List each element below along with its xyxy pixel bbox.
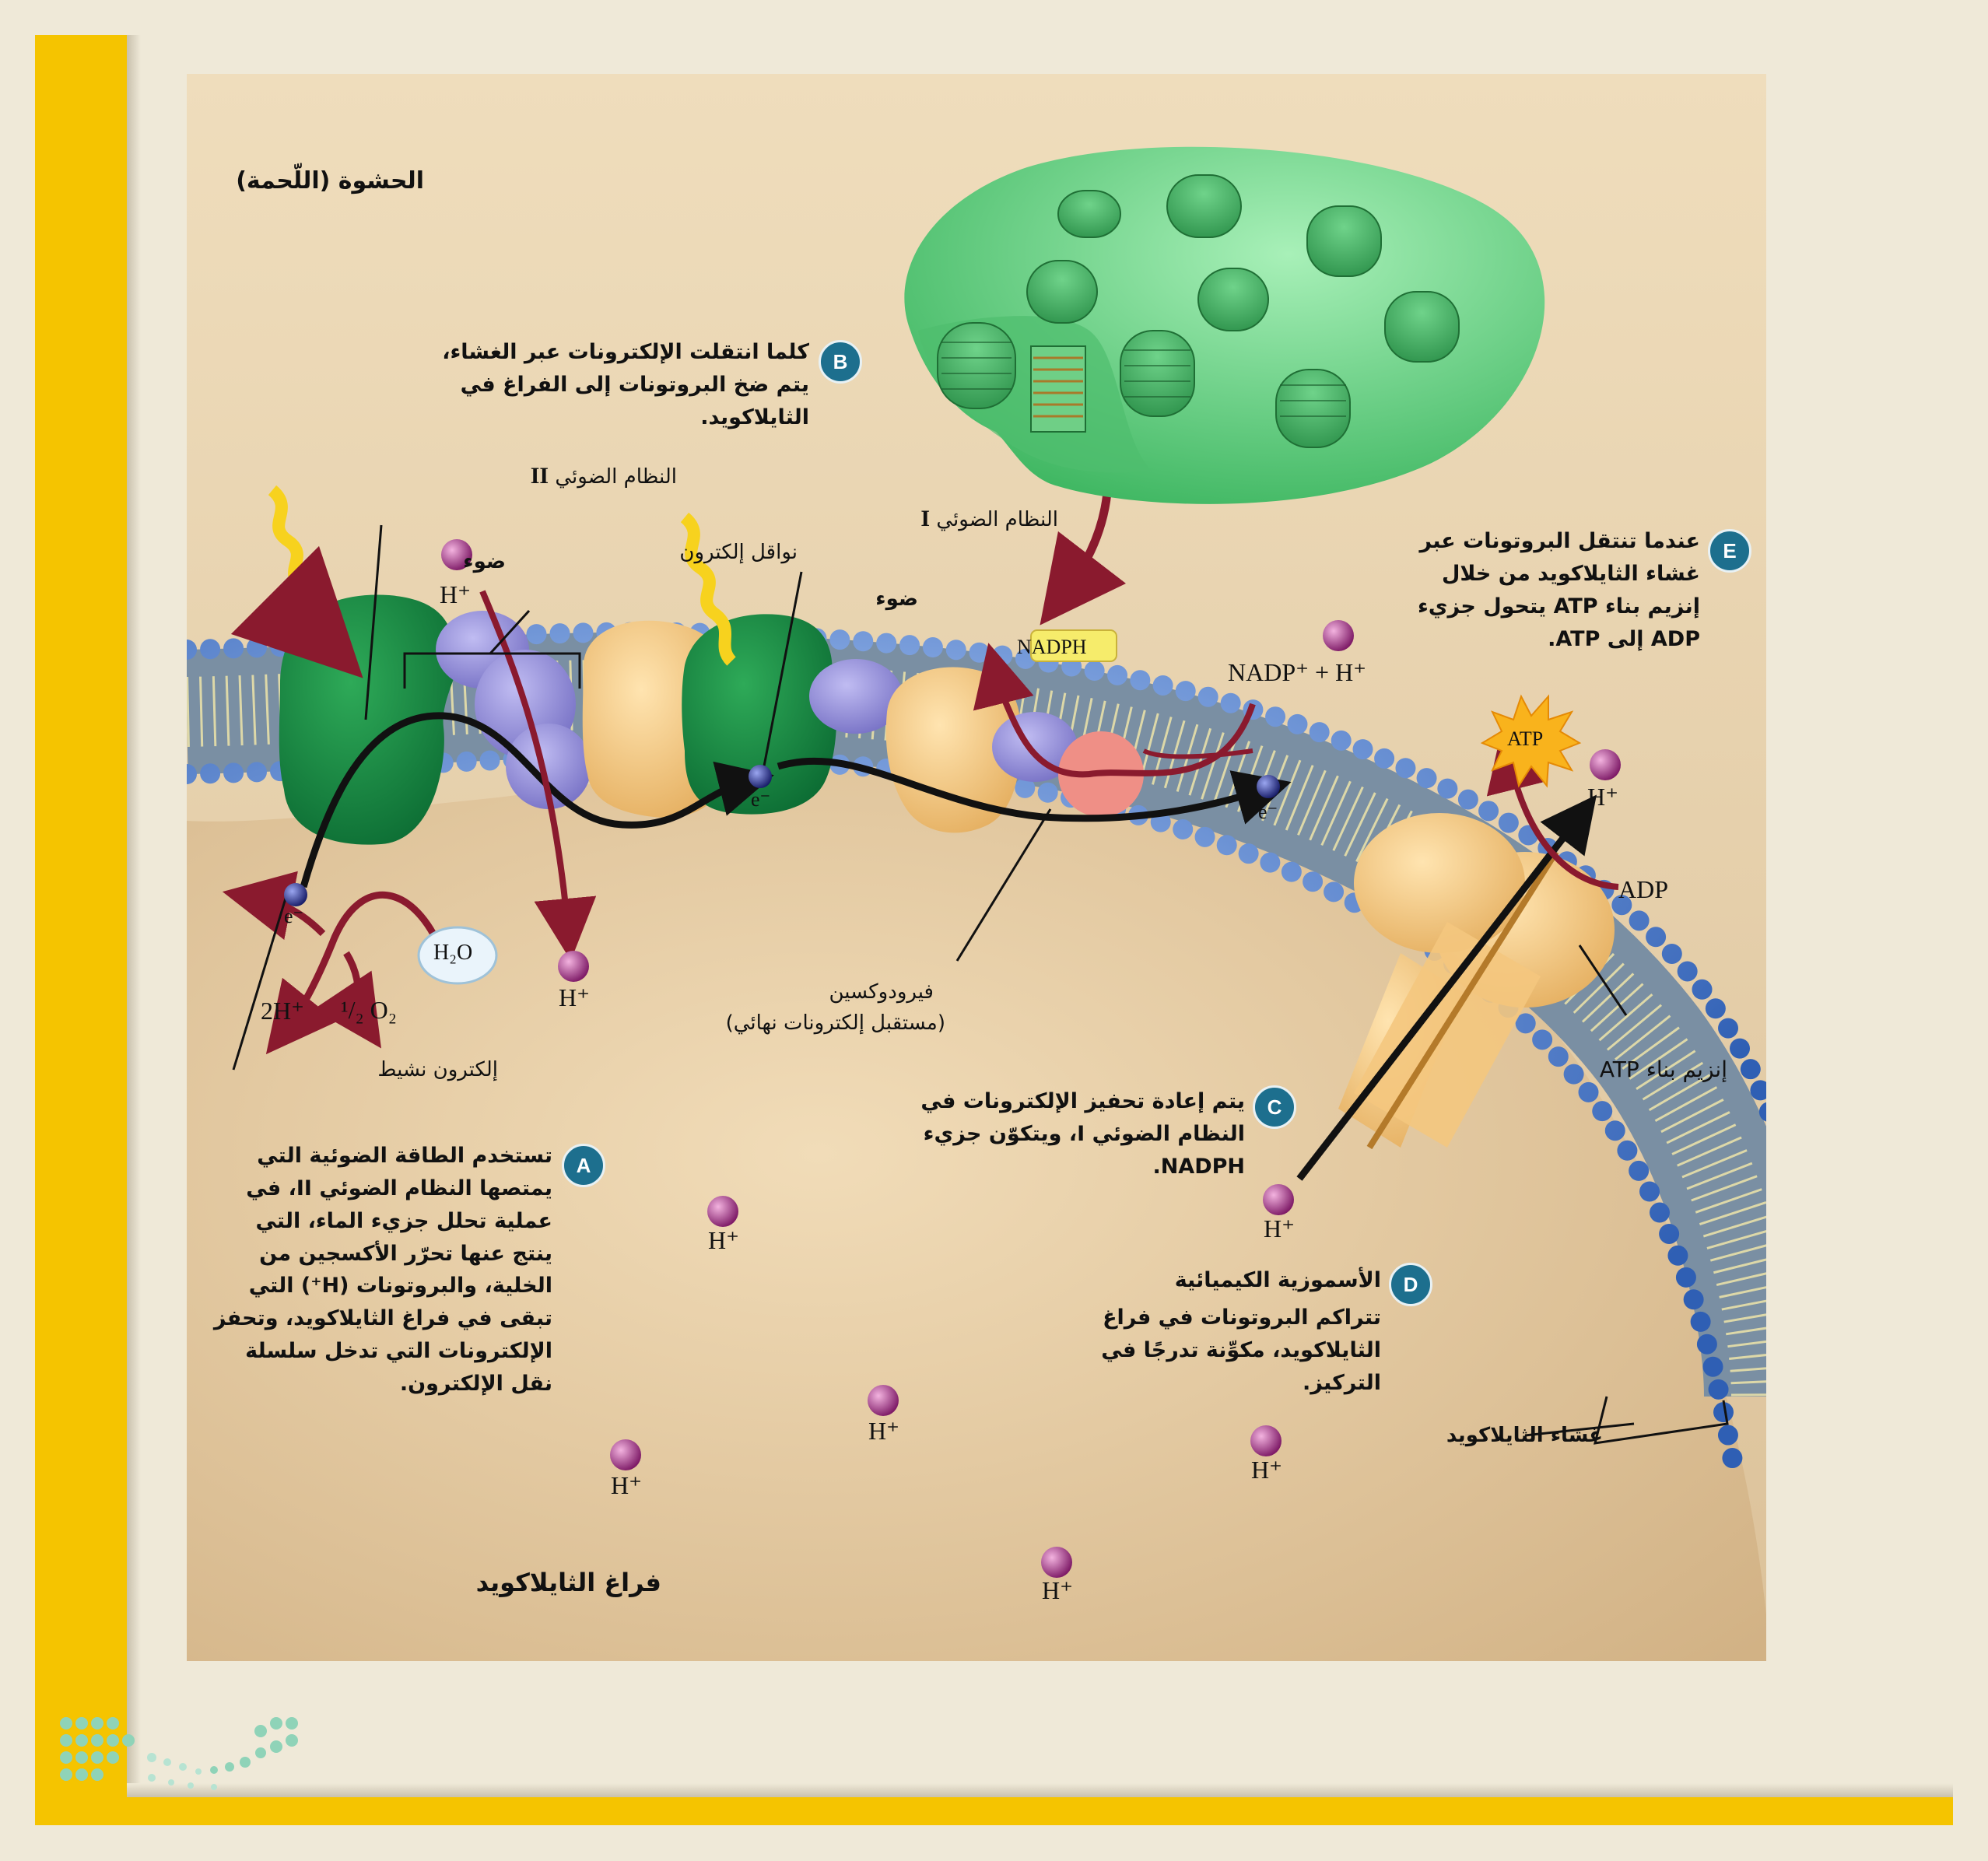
proton-label: H⁺	[1042, 1576, 1073, 1604]
electron-label: e⁻	[751, 788, 771, 811]
ferredoxin-label: فيرودوكسين	[829, 980, 934, 1004]
thylakoid-membrane-label: غشاء الثايلاكويد	[1446, 1424, 1603, 1447]
membrane-diagram	[187, 74, 1766, 1661]
carrier-bracket	[403, 652, 581, 689]
proton-flow-arrow	[1296, 794, 1597, 1181]
oxygen-arrow	[313, 951, 381, 1049]
proton-label: H⁺	[1251, 1456, 1282, 1484]
nadp-plus-h-label: NADP⁺ + H⁺	[1228, 658, 1367, 686]
electron-path	[777, 757, 1292, 825]
proton-label: H⁺	[708, 1226, 739, 1254]
proton-label: H⁺	[559, 983, 590, 1011]
atp-synthase-label: إنزيم بناء ATP	[1599, 1057, 1727, 1082]
electron-path	[300, 712, 774, 888]
ministry-logo	[60, 1717, 298, 1790]
step-b-text: كلما انتقلت الإلكترونات عبر الغشاء، يتم …	[442, 340, 809, 429]
proton-label: H⁺	[1264, 1214, 1295, 1242]
left-accent-bar	[35, 35, 127, 1824]
proton-label: H⁺	[1587, 783, 1618, 811]
light-ray-ps1	[680, 512, 737, 666]
atp-synthase	[1338, 813, 1615, 1150]
electron-carrier	[992, 712, 1078, 782]
diagram-panel: الحشوة (اللّحمة) فراغ الثايلاكويد النظام…	[187, 74, 1766, 1661]
step-c-text: يتم إعادة تحفيز الإلكترونات في النظام ال…	[920, 1089, 1245, 1179]
water-split-arrow	[265, 891, 447, 1055]
bottom-accent-shadow	[127, 1783, 1953, 1797]
left-accent-shadow	[127, 35, 141, 1824]
step-b-badge: B	[819, 340, 862, 384]
atp-synthase-leader	[1578, 945, 1628, 1016]
chloroplast-illustration	[904, 146, 1545, 504]
electrons	[284, 765, 1280, 906]
atp-synthesis-arrow	[1486, 728, 1619, 890]
carrier-leader	[489, 609, 531, 655]
electron-carrier	[809, 659, 903, 734]
step-a-text: تستخدم الطاقة الضوئية التي يمتصها النظام…	[213, 1144, 552, 1396]
step-d-badge: D	[1389, 1263, 1432, 1306]
bottom-accent-bar	[35, 1797, 1953, 1825]
excited-electron-label: إلكترون نشيط	[377, 1058, 498, 1081]
half-o2-label: ¹/₂ O₂	[341, 996, 397, 1024]
proton-label: H⁺	[868, 1417, 899, 1445]
ferredoxin-leader	[955, 808, 1052, 962]
light-ray-ps2	[230, 485, 363, 678]
proton-label: H⁺	[611, 1471, 642, 1499]
electron-leader	[232, 890, 289, 1071]
step-c-badge: C	[1253, 1085, 1296, 1129]
step-a-badge: A	[562, 1144, 605, 1187]
step-e-text: عندما تنتقل البروتونات عبر غشاء الثايلاك…	[1418, 529, 1700, 651]
light-label-ps1: ضوء	[875, 587, 918, 611]
electron-label: e⁻	[1258, 801, 1278, 823]
two-h-plus-label: 2H⁺	[261, 997, 304, 1025]
lumen-label: فراغ الثايلاكويد	[475, 1568, 661, 1597]
photosystem-i-label: النظام الضوئي I	[920, 506, 1058, 531]
nadph-label: NADPH	[1017, 636, 1087, 658]
proton-pump-arrow	[479, 590, 597, 961]
stroma-label: الحشوة (اللّحمة)	[236, 167, 424, 195]
ps2-leader	[364, 524, 383, 720]
photosystem-ii-label: النظام الضوئي II	[530, 463, 677, 489]
atp-molecule	[1480, 694, 1582, 788]
electron-carrier	[506, 724, 591, 809]
ps1-leader	[761, 571, 803, 775]
electron-label: e⁻	[284, 905, 304, 927]
electron-release-arrow	[222, 871, 326, 940]
h2o-label: H₂O	[433, 941, 473, 965]
nadp-input-arrow	[1142, 748, 1253, 759]
ferredoxin-note: (مستقبل إلكترونات نهائي)	[725, 1011, 945, 1035]
nadph-molecule	[1030, 629, 1117, 662]
water-molecule	[417, 926, 498, 985]
step-d-text: تتراكم البروتونات في فراغ الثايلاكويد، م…	[1101, 1306, 1381, 1395]
atp-label: ATP	[1507, 727, 1544, 750]
light-label-ps2: ضوء	[463, 550, 506, 573]
step-d-title: الأسموزية الكيميائية	[1174, 1268, 1381, 1292]
membrane-bracket	[1594, 1396, 1729, 1445]
proton-label: H⁺	[440, 580, 471, 608]
membrane-leader	[1524, 1422, 1635, 1437]
protons	[441, 539, 1621, 1578]
outer-lipid-heads	[187, 622, 1766, 1134]
step-e-badge: E	[1708, 529, 1751, 573]
adp-label: ADP	[1618, 875, 1669, 903]
electron-carriers-label: نواقل إلكترون	[679, 541, 798, 564]
